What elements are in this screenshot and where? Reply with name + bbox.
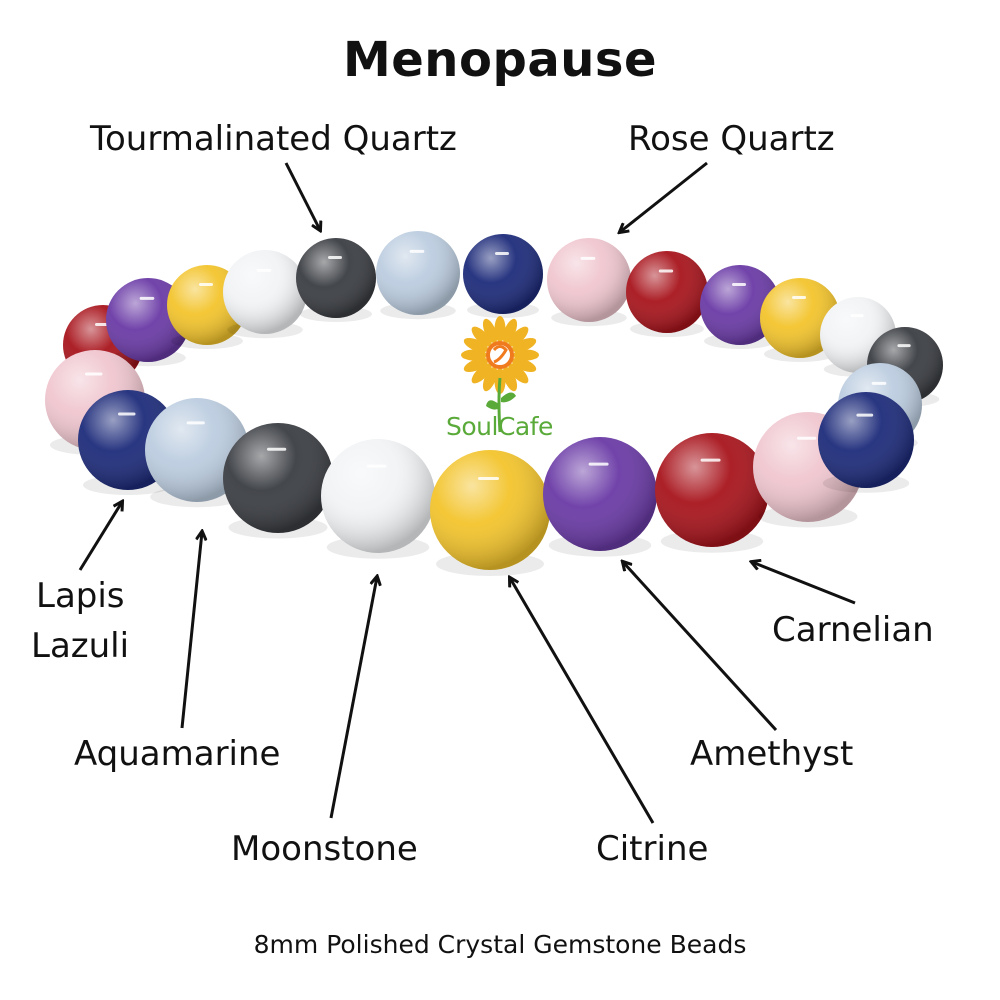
bead-glint	[95, 323, 109, 326]
logo-ring-icon	[486, 341, 514, 369]
bead-highlight	[376, 231, 460, 315]
bead-glint	[85, 372, 103, 376]
logo-s-icon	[492, 345, 508, 364]
arrow-citrine	[510, 578, 655, 824]
arrow-rose-quartz	[620, 161, 708, 232]
arrow-aquamarine	[180, 532, 202, 729]
arrow-carnelian	[752, 562, 856, 605]
bead-glint	[588, 462, 609, 466]
bead-glint	[495, 252, 509, 255]
bead-glint	[850, 314, 864, 318]
bead-highlight	[223, 250, 307, 334]
label-amethyst: Amethyst	[690, 734, 854, 774]
bead-glint	[139, 296, 155, 300]
petal-icon	[463, 337, 489, 353]
petal-icon	[513, 349, 539, 361]
bead-highlight	[463, 234, 543, 314]
petal-icon	[463, 357, 489, 373]
bead-highlight	[296, 238, 376, 318]
page-title: Menopause	[342, 32, 657, 88]
logo-leaf-icon	[486, 400, 500, 410]
bead-glint	[199, 283, 213, 286]
logo-leaf-icon	[501, 392, 516, 403]
petal-icon	[502, 366, 518, 392]
bead-glint	[797, 436, 817, 440]
bead-highlight	[223, 423, 333, 533]
bead-glint	[267, 447, 287, 451]
bead-glint	[409, 249, 425, 253]
bead-glint	[871, 381, 887, 385]
bead-glint	[792, 296, 806, 299]
bead-glint	[700, 458, 721, 462]
bead-glint	[478, 477, 499, 480]
petal-icon	[511, 337, 537, 353]
petal-icon	[461, 349, 487, 361]
arrow-lapis-lazuli	[78, 502, 122, 571]
label-moonstone: Moonstone	[231, 829, 418, 869]
bead-glint	[732, 283, 746, 286]
soulcafe-logo-icon	[461, 316, 539, 433]
arrow-tourmalinated-quartz	[284, 162, 320, 230]
bead-highlight	[430, 450, 550, 570]
petal-icon	[471, 363, 492, 384]
bead-highlight	[145, 398, 249, 502]
bead-glint	[366, 464, 387, 468]
label-citrine: Citrine	[596, 829, 709, 869]
bead-glint	[328, 256, 342, 259]
label-lapis-lazuli-line1: Lapis	[36, 576, 125, 616]
arrow-group	[78, 161, 856, 824]
sunflower-petals-icon	[461, 316, 539, 394]
bead-glint	[856, 413, 874, 417]
arrow-moonstone	[329, 577, 377, 819]
petal-icon	[482, 366, 498, 392]
petal-icon	[511, 357, 537, 373]
label-rose-quartz: Rose Quartz	[628, 119, 835, 159]
bead-highlight	[547, 238, 631, 322]
bead-highlight	[818, 392, 914, 488]
petal-icon	[508, 326, 529, 347]
petal-icon	[502, 318, 518, 344]
arrow-amethyst	[623, 562, 778, 732]
petal-icon	[494, 316, 506, 342]
bead-glint	[256, 268, 272, 272]
footer-caption: 8mm Polished Crystal Gemstone Beads	[253, 930, 747, 959]
bead-glint	[118, 412, 136, 416]
bead-highlight	[543, 437, 657, 551]
bead-glint	[186, 421, 205, 425]
label-aquamarine: Aquamarine	[74, 734, 281, 774]
bead-glint	[658, 269, 674, 273]
logo-text: SoulCafe	[446, 412, 553, 441]
logo-stem-icon	[497, 377, 502, 433]
bead-glint	[580, 256, 596, 260]
label-carnelian: Carnelian	[772, 610, 934, 650]
bead-glint	[897, 344, 911, 348]
bead-highlight	[321, 439, 435, 553]
bead-group	[45, 231, 943, 576]
bead-highlight	[760, 278, 840, 358]
bead-highlight	[700, 265, 780, 345]
label-lapis-lazuli-line2: Lazuli	[31, 626, 130, 666]
petal-icon	[508, 363, 529, 384]
label-tourmalinated-quartz: Tourmalinated Quartz	[90, 119, 457, 159]
petal-icon	[482, 318, 498, 344]
bead-highlight	[626, 251, 708, 333]
petal-icon	[471, 326, 492, 347]
bead-highlight	[655, 433, 769, 547]
